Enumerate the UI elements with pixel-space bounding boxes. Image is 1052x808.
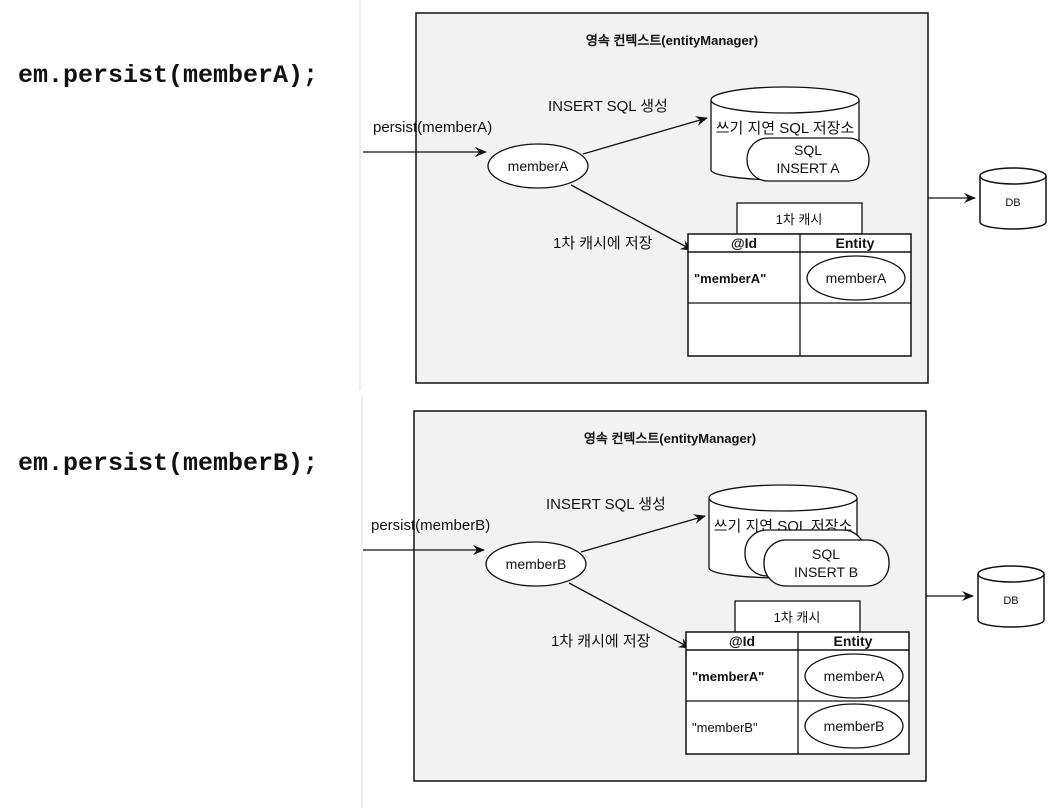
sql-statement bbox=[763, 539, 890, 587]
code-persist-memberB: em.persist(memberB); bbox=[18, 449, 319, 478]
row-entity: memberB bbox=[824, 718, 885, 734]
cache-table: @Id Entity "memberA" memberA "memberB" m… bbox=[685, 631, 910, 755]
cache-title: 1차 캐시 bbox=[776, 212, 823, 227]
persist-label: persist(memberB) bbox=[371, 517, 490, 534]
row-id: "memberB" bbox=[692, 720, 758, 735]
insert-label: INSERT SQL 생성 bbox=[546, 496, 666, 513]
entity-node-label: memberB bbox=[506, 556, 567, 572]
db-label: DB bbox=[1005, 197, 1020, 209]
panel-memberB: 영속 컨텍스트(entityManager) persist(memberB) … bbox=[363, 410, 1045, 782]
sql-line: INSERT B bbox=[794, 564, 858, 580]
sql-line: INSERT A bbox=[776, 160, 840, 176]
header-entity: Entity bbox=[834, 633, 873, 649]
sql-store-label: 쓰기 지연 SQL 저장소 bbox=[716, 120, 855, 137]
cache-save-label: 1차 캐시에 저장 bbox=[551, 633, 651, 650]
insert-label: INSERT SQL 생성 bbox=[548, 98, 668, 115]
context-title: 영속 컨텍스트(entityManager) bbox=[586, 33, 758, 48]
insert-arrow bbox=[582, 116, 708, 155]
db-cylinder bbox=[979, 176, 1047, 230]
code-persist-memberA: em.persist(memberA); bbox=[18, 61, 319, 90]
db-cylinder bbox=[977, 574, 1045, 628]
entity-node bbox=[485, 541, 587, 587]
sql-statement bbox=[746, 137, 870, 182]
cache-table: @Id Entity "memberA" memberA bbox=[687, 233, 912, 357]
cache-title: 1차 캐시 bbox=[774, 610, 821, 625]
cache-title-tab bbox=[736, 202, 863, 235]
cache-save-label: 1차 캐시에 저장 bbox=[553, 235, 653, 252]
row-entity: memberA bbox=[826, 270, 887, 286]
sql-line: SQL bbox=[812, 546, 840, 562]
db-label: DB bbox=[1003, 595, 1018, 607]
entity-node-label: memberA bbox=[508, 158, 569, 174]
entity-node bbox=[487, 143, 589, 189]
header-entity: Entity bbox=[836, 235, 875, 251]
panel-memberA: 영속 컨텍스트(entityManager) persist(memberA) … bbox=[363, 12, 1047, 384]
cache-title-tab bbox=[734, 600, 861, 633]
cache-arrow bbox=[568, 582, 691, 649]
row-entity: memberA bbox=[824, 668, 885, 684]
header-id: @Id bbox=[731, 235, 757, 251]
header-id: @Id bbox=[729, 633, 755, 649]
sql-line: SQL bbox=[794, 142, 822, 158]
row-id: "memberA" bbox=[694, 271, 766, 286]
insert-arrow bbox=[580, 514, 706, 553]
persist-label: persist(memberA) bbox=[373, 119, 492, 136]
row-id: "memberA" bbox=[692, 669, 764, 684]
context-title: 영속 컨텍스트(entityManager) bbox=[584, 431, 756, 446]
cache-arrow bbox=[570, 184, 693, 251]
